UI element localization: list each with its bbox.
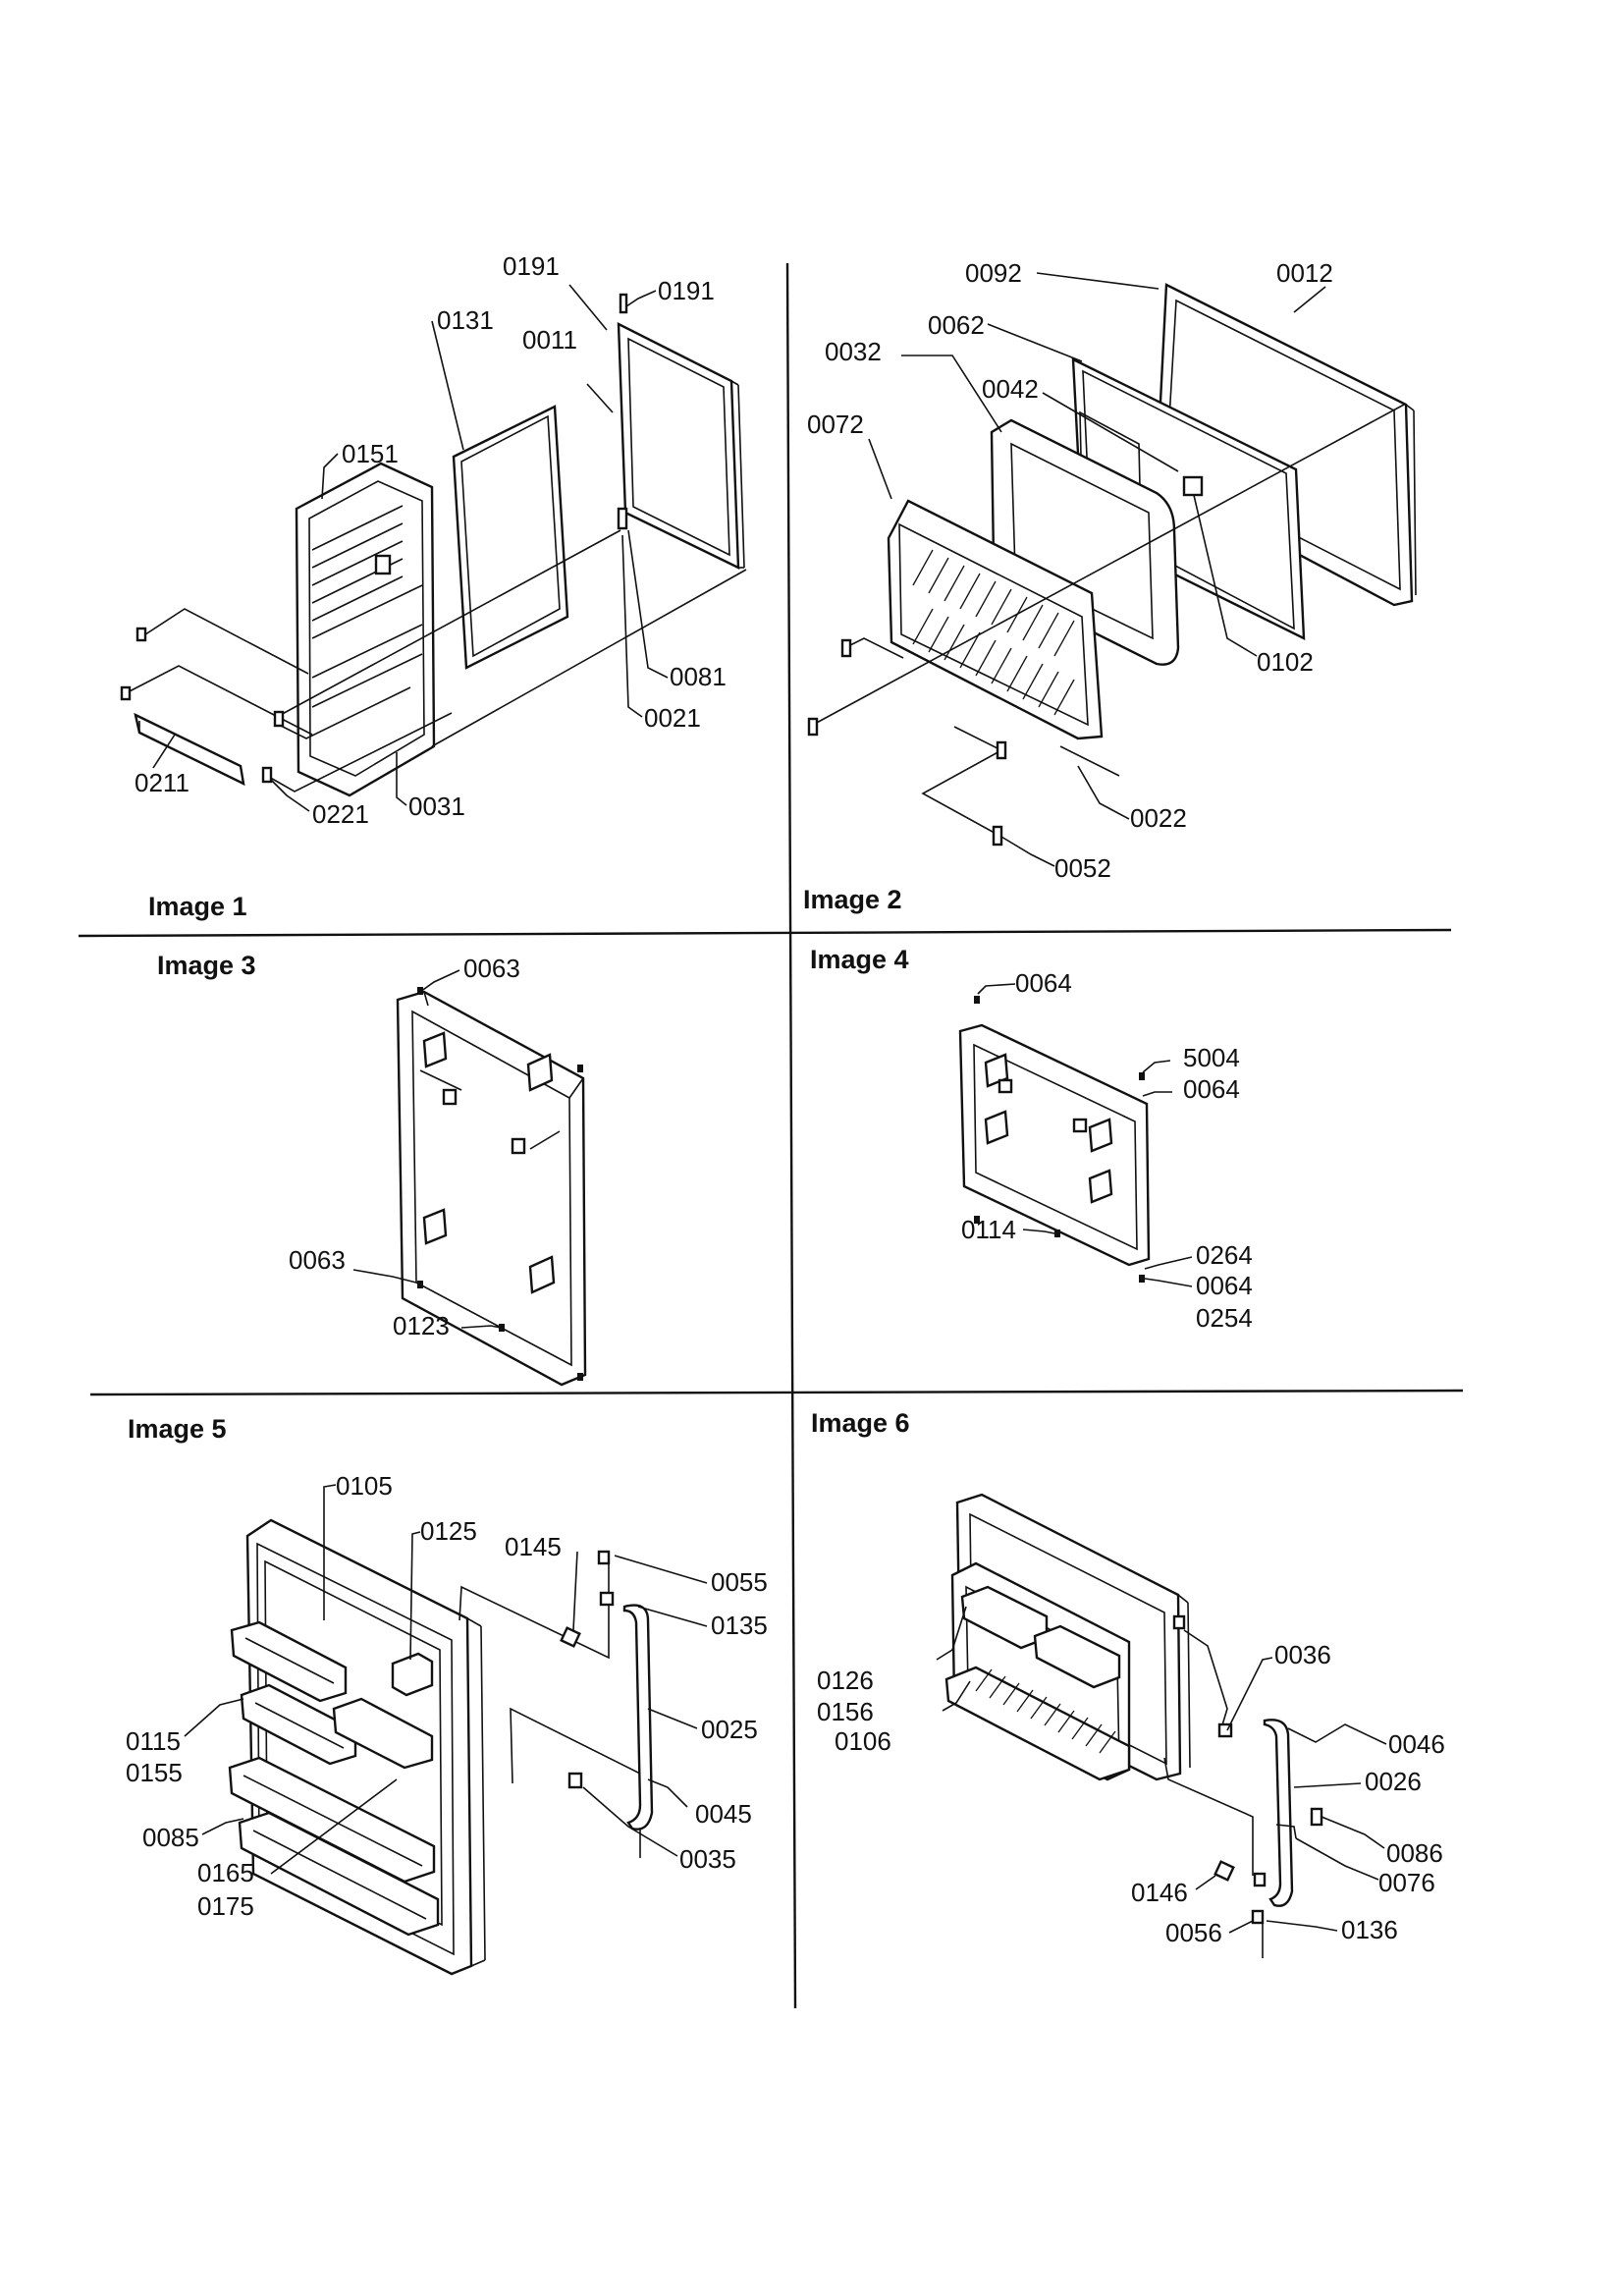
leader: [352, 1269, 417, 1284]
part-label: 0105: [336, 1471, 393, 1501]
part-label: 0035: [679, 1844, 736, 1874]
part-label: 0191: [503, 251, 560, 281]
part-label: 0145: [505, 1532, 562, 1561]
horizontal-divider-bottom: [89, 1389, 1464, 1396]
part-label: 5004: [1183, 1043, 1240, 1072]
part-label: 0264: [1196, 1240, 1253, 1270]
part-label: 0021: [644, 703, 701, 733]
part-label: 0022: [1130, 803, 1187, 833]
part-label: 0042: [982, 374, 1039, 404]
part-label: 0135: [711, 1611, 768, 1640]
part-label: 0131: [437, 305, 494, 335]
part-label: 0125: [420, 1516, 477, 1546]
leader: [1142, 1091, 1172, 1097]
door-frame-3: [396, 987, 587, 1387]
leaders-image-2: [807, 272, 1405, 867]
panel-title: Image 4: [810, 945, 909, 974]
part-label: 0155: [126, 1758, 183, 1787]
part-label: 0064: [1196, 1271, 1253, 1300]
leader: [977, 983, 1016, 995]
panel-title: Image 6: [811, 1408, 910, 1438]
part-label: 0031: [408, 792, 465, 821]
part-label: 0063: [463, 954, 520, 983]
leader: [1142, 1060, 1171, 1073]
door-liner: [295, 462, 436, 797]
leaders-image-5: [184, 1484, 708, 1875]
part-label: 0156: [817, 1697, 874, 1726]
leader: [419, 969, 460, 993]
part-label: 0036: [1274, 1640, 1331, 1669]
part-label: 0165: [197, 1858, 254, 1887]
leader: [1144, 1278, 1193, 1287]
part-label: 0146: [1131, 1878, 1188, 1907]
part-label: 0046: [1388, 1729, 1445, 1759]
part-label: 0254: [1196, 1303, 1253, 1333]
basket-hatching: [912, 549, 1075, 716]
part-label: 0211: [135, 768, 189, 797]
part-label: 0092: [965, 258, 1022, 288]
panel-title: Image 5: [128, 1414, 227, 1444]
part-label: 0072: [807, 410, 864, 439]
drawer-assembly-6: [944, 1493, 1191, 1781]
part-label: 0056: [1165, 1918, 1222, 1947]
horizontal-divider-top: [78, 928, 1452, 938]
part-label: 0052: [1054, 853, 1111, 883]
part-label: 0081: [670, 662, 727, 691]
drawer-frame-4: [958, 996, 1151, 1283]
panel-image-2: Image 2 0092 0012 0062 0032 0042 0072 01…: [803, 258, 1417, 914]
part-label: 0064: [1183, 1074, 1240, 1104]
part-label: 0136: [1341, 1915, 1398, 1944]
freezer-basket: [887, 499, 1104, 740]
part-label: 0064: [1015, 968, 1072, 998]
part-label: 0032: [825, 337, 882, 366]
leader: [1022, 1229, 1055, 1234]
leaders-image-6: [936, 1606, 1387, 1934]
part-label: 0055: [711, 1567, 768, 1597]
panel-image-3: Image 3 0063 0063 0123: [157, 951, 587, 1387]
part-label: 0151: [342, 439, 399, 468]
part-label: 0012: [1276, 258, 1333, 288]
vertical-divider: [785, 262, 797, 2009]
part-label: 0221: [312, 799, 369, 829]
part-label: 0045: [695, 1799, 752, 1829]
panel-image-1: Image 1 0191 0191 0131 0011 0151 0081 00…: [120, 251, 747, 921]
panel-image-6: Image 6 0036 0126 0156 0106 0046 0026 00…: [811, 1408, 1445, 1958]
hinge-parts-6: [1163, 1629, 1323, 1958]
panel-title: Image 2: [803, 885, 902, 914]
part-label: 0126: [817, 1666, 874, 1695]
part-label: 0123: [393, 1311, 450, 1340]
panel-title: Image 1: [148, 892, 247, 921]
drawer-hatching: [975, 1668, 1116, 1754]
leader: [1144, 1256, 1193, 1270]
panel-dividers: [78, 262, 1464, 2009]
panel-image-5: Image 5 0105 0125 0145 0055 0135 0025 01…: [126, 1414, 768, 1976]
part-label: 0175: [197, 1891, 254, 1921]
hinge-parts-5: [458, 1550, 654, 1858]
part-label: 0106: [835, 1726, 891, 1756]
part-label: 0102: [1257, 647, 1314, 677]
part-label: 0086: [1386, 1838, 1443, 1868]
door-outer-panel: [617, 293, 745, 570]
door-gasket: [452, 405, 569, 670]
door-bin: [134, 712, 245, 787]
door-assembly-5: [228, 1518, 486, 1976]
part-label: 0025: [701, 1715, 758, 1744]
leader: [460, 1325, 502, 1329]
part-label: 0085: [142, 1823, 199, 1852]
panel-title: Image 3: [157, 951, 256, 980]
panel-image-4: Image 4 0064 5004 0064 0114 0264 0064 02…: [810, 945, 1253, 1333]
part-label: 0062: [928, 310, 985, 340]
part-label: 0026: [1365, 1767, 1422, 1796]
part-label: 0114: [961, 1215, 1016, 1244]
part-label: 0063: [289, 1245, 346, 1275]
part-label: 0011: [522, 325, 577, 355]
part-label: 0076: [1378, 1868, 1435, 1897]
part-label: 0191: [658, 276, 715, 305]
part-label: 0115: [126, 1726, 181, 1756]
leaders-image-1: [120, 284, 747, 812]
